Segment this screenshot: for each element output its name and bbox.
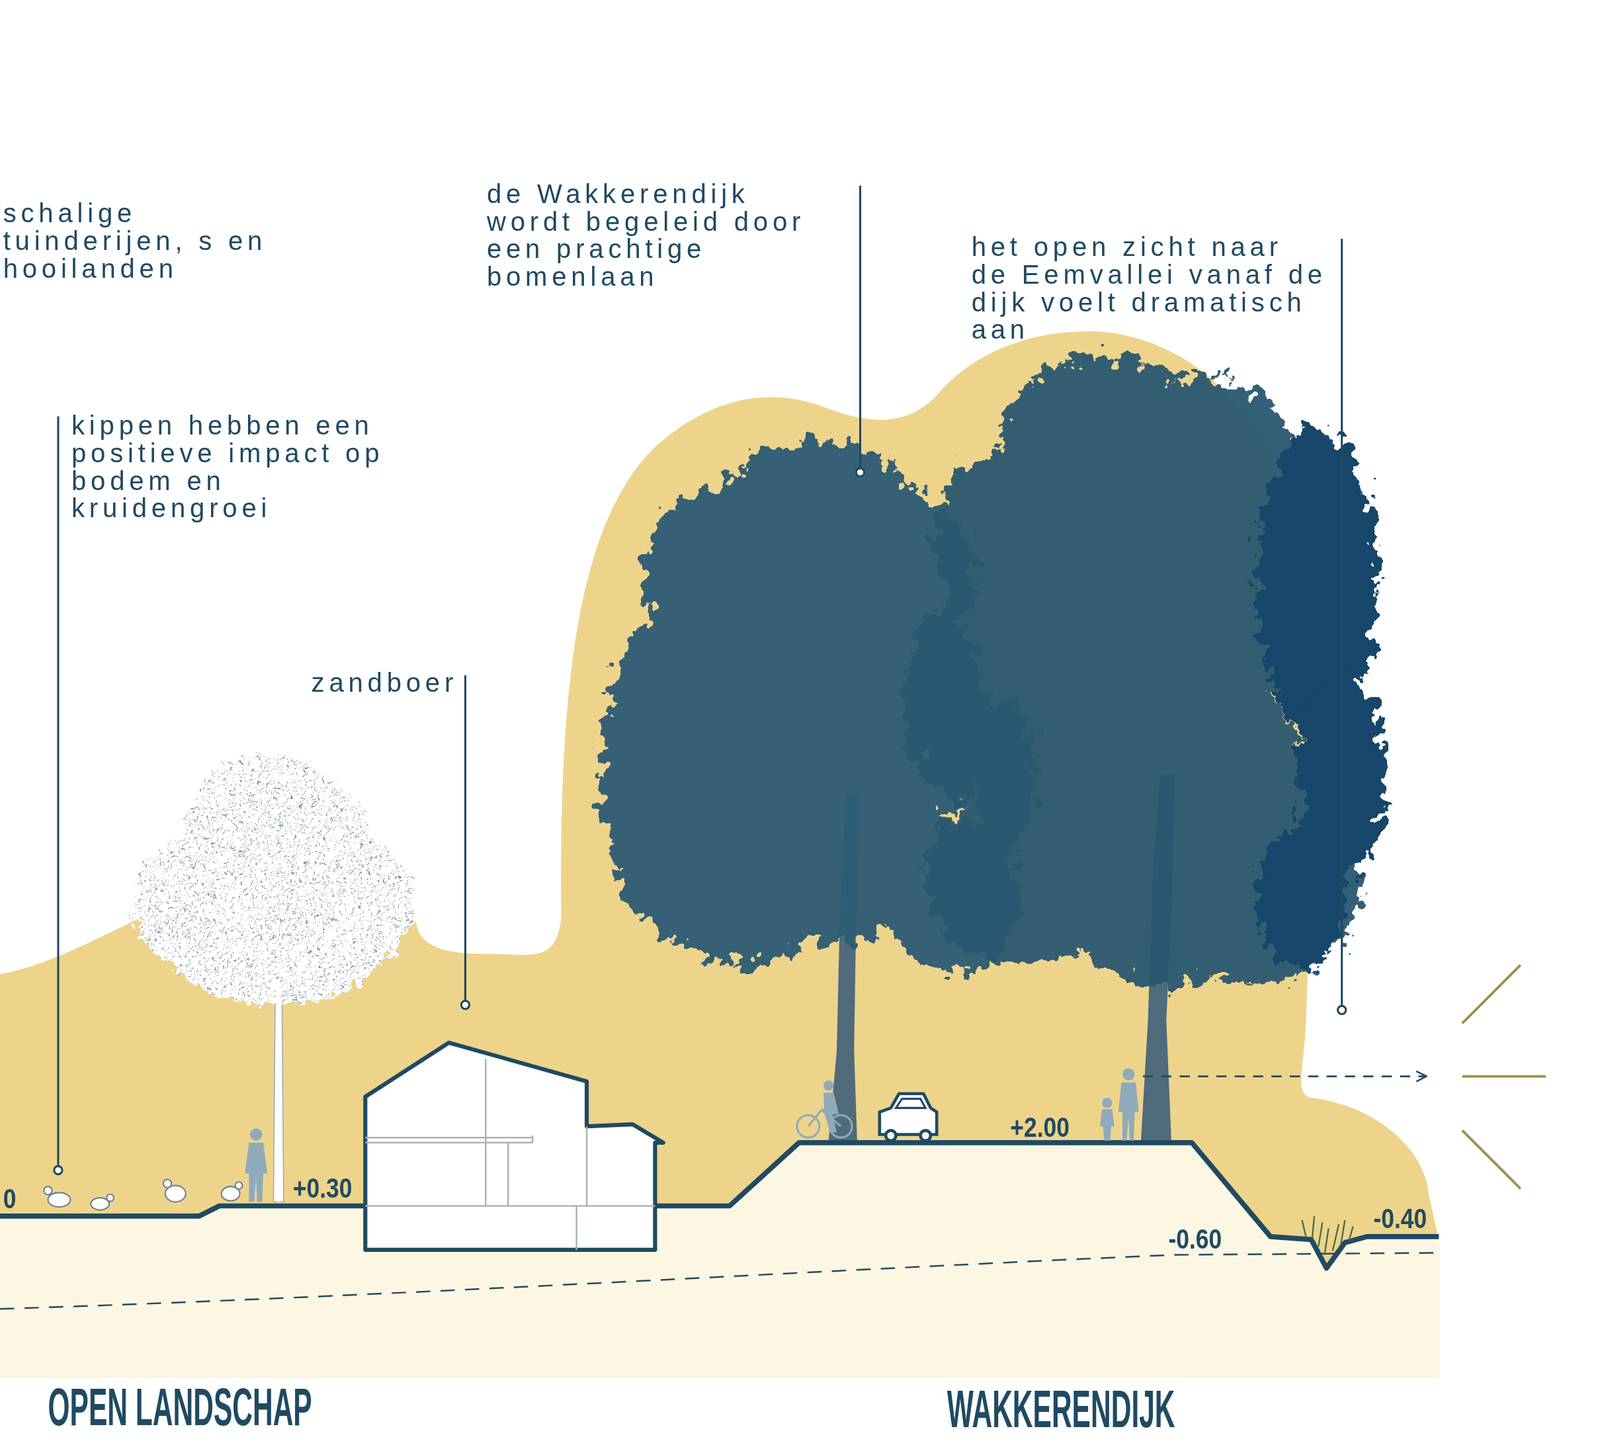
callout-text: de Wakkerendijk wordt begeleid door een … bbox=[486, 180, 831, 292]
level-label: 0 bbox=[3, 1184, 17, 1214]
callout-text: zandboer bbox=[311, 669, 459, 698]
groundwater-line bbox=[0, 1252, 1439, 1309]
section-heading: WAKKERENDIJK bbox=[947, 1382, 1176, 1436]
ground-line bbox=[0, 1142, 1439, 1269]
view-rays bbox=[1462, 965, 1547, 1189]
tree-right bbox=[902, 357, 1388, 1143]
reeds bbox=[1302, 1216, 1354, 1256]
background-blob bbox=[0, 331, 1439, 1378]
callout-text: schalige tuinderijen, s en hooilanden bbox=[3, 199, 315, 283]
car bbox=[879, 1094, 937, 1141]
chickens bbox=[43, 1179, 243, 1210]
soil bbox=[0, 1142, 1439, 1378]
callout-text: kippen hebben een positieve impact op bo… bbox=[71, 412, 415, 523]
level-label: -0.60 bbox=[1168, 1225, 1222, 1255]
leader-lines bbox=[54, 185, 1347, 1175]
house-section bbox=[365, 1043, 663, 1251]
people bbox=[244, 1068, 1139, 1202]
callout-text: het open zicht naar de Eemvallei vanaf d… bbox=[971, 233, 1330, 344]
level-label: -0.40 bbox=[1373, 1205, 1428, 1234]
view-arrow bbox=[1142, 1075, 1427, 1078]
level-label: +2.00 bbox=[1010, 1113, 1070, 1142]
level-label: +0.30 bbox=[293, 1174, 353, 1204]
section-heading: OPEN LANDSCHAP bbox=[48, 1380, 313, 1434]
bicycle bbox=[797, 1109, 852, 1138]
